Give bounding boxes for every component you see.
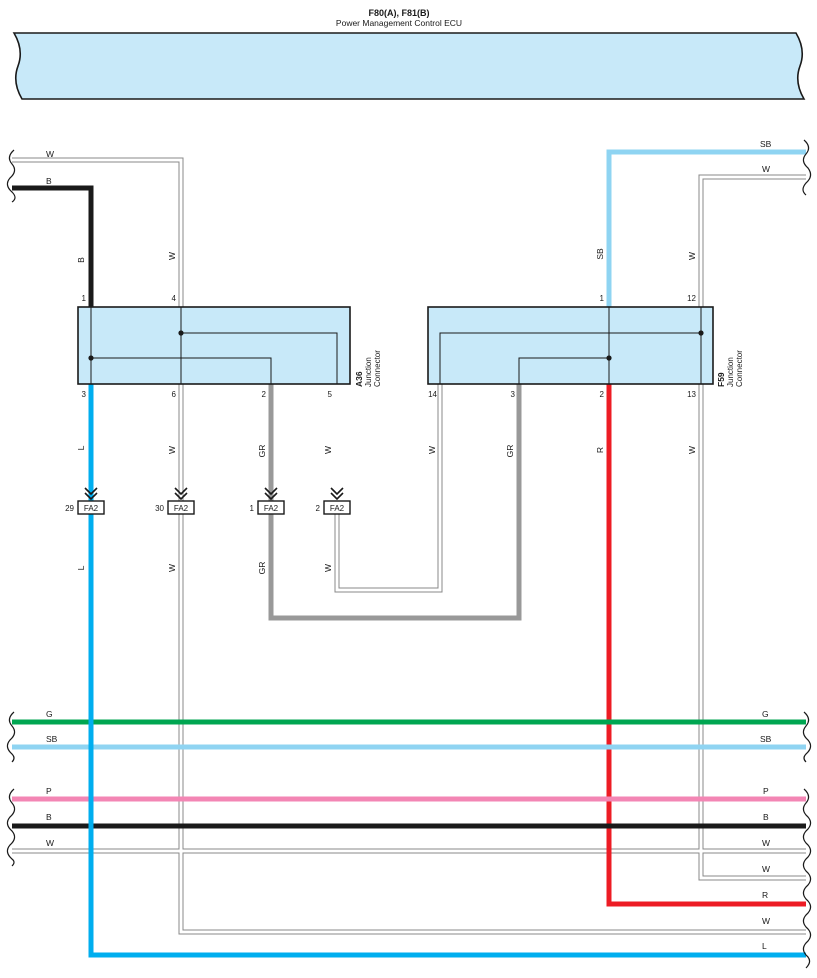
fa2-29-name: FA2 xyxy=(84,504,99,513)
label-bus-sb-left: SB xyxy=(46,734,58,744)
fa2-2-name: FA2 xyxy=(330,504,345,513)
label-right-w-top: W xyxy=(762,164,770,174)
a36-pin-4: 4 xyxy=(172,294,177,303)
label-fa2-gr-low: GR xyxy=(257,562,267,575)
f59-pin-3: 3 xyxy=(511,390,516,399)
label-fa2-w2-low: W xyxy=(323,564,333,572)
fa2-30-name: FA2 xyxy=(174,504,189,513)
connector-a36: 1 4 3 6 2 5 A36 Junction Connector xyxy=(77,294,382,399)
wire-w-a36-pin4-to-w-bus xyxy=(12,157,806,935)
label-bus-g-left: G xyxy=(46,709,53,719)
wire-r-f59-pin2 xyxy=(606,383,806,907)
label-bus-p-left: P xyxy=(46,786,52,796)
inline-connector-fa2-29: FA2 29 xyxy=(65,487,105,515)
label-fa2-w-low: W xyxy=(167,564,177,572)
inline-connector-fa2-1: FA2 1 xyxy=(250,487,285,515)
wire-b-input xyxy=(12,185,94,308)
label-left-w-top: W xyxy=(46,149,54,159)
f59-code: F59 xyxy=(716,372,726,387)
label-f59-w13: W xyxy=(687,446,697,454)
label-a36-l-out: L xyxy=(76,445,86,450)
a36-pin-2: 2 xyxy=(262,390,267,399)
label-bus-w-left: W xyxy=(46,838,54,848)
fa2-30-pin: 30 xyxy=(155,504,164,513)
f59-line2: Connector xyxy=(735,350,744,387)
label-f59-r2: R xyxy=(595,447,605,453)
label-f59-w14: W xyxy=(427,446,437,454)
label-f59-w-in: W xyxy=(687,252,697,260)
label-bus-b-left: B xyxy=(46,812,52,822)
fa2-2-pin: 2 xyxy=(316,504,321,513)
label-bus-w-right: W xyxy=(762,838,770,848)
label-a36-w-in: W xyxy=(167,252,177,260)
white-wires xyxy=(12,157,806,935)
label-bus-r-right: R xyxy=(762,890,768,900)
inline-connector-fa2-30: FA2 30 xyxy=(155,487,195,515)
wire-w-f59-pin12-to-w-bus xyxy=(698,174,806,881)
label-bus-w2-right: W xyxy=(762,864,770,874)
fa2-1-pin: 1 xyxy=(250,504,255,513)
ecu-name: Power Management Control ECU xyxy=(336,18,462,28)
label-bus-sb-right: SB xyxy=(760,734,772,744)
label-a36-w-out: W xyxy=(167,446,177,454)
label-left-b-top: B xyxy=(46,176,52,186)
label-f59-sb-in: SB xyxy=(595,248,605,260)
a36-code: A36 xyxy=(354,371,364,387)
label-f59-gr3: GR xyxy=(505,445,515,458)
a36-pin-5: 5 xyxy=(328,390,333,399)
f59-pin-14: 14 xyxy=(428,390,437,399)
ecu-box xyxy=(12,32,806,100)
wire-w-f59-pin14-to-fa2-2 xyxy=(334,383,443,593)
f59-pin-1: 1 xyxy=(600,294,605,303)
label-bus-w3-right: W xyxy=(762,916,770,926)
ecu-code: F80(A), F81(B) xyxy=(368,8,429,18)
fa2-1-name: FA2 xyxy=(264,504,279,513)
label-fa2-l-low: L xyxy=(76,565,86,570)
f59-pin-2: 2 xyxy=(600,390,605,399)
f59-pin-13: 13 xyxy=(687,390,696,399)
label-bus-b-right: B xyxy=(763,812,769,822)
a36-pin-1: 1 xyxy=(82,294,87,303)
f59-pin-12: 12 xyxy=(687,294,696,303)
connector-f59: 1 12 14 3 2 13 F59 Junction Connector xyxy=(427,294,744,399)
wire-sb-input xyxy=(606,149,806,308)
fa2-29-pin: 29 xyxy=(65,504,74,513)
a36-line2: Connector xyxy=(373,350,382,387)
a36-pin-6: 6 xyxy=(172,390,177,399)
inline-connector-fa2-2: FA2 2 xyxy=(316,487,351,515)
label-bus-g-right: G xyxy=(762,709,769,719)
a36-line1: Junction xyxy=(364,357,373,387)
label-a36-w5-out: W xyxy=(323,446,333,454)
label-a36-gr-out: GR xyxy=(257,445,267,458)
label-a36-b-in: B xyxy=(76,257,86,263)
label-bus-l-right: L xyxy=(762,941,767,951)
label-right-sb-top: SB xyxy=(760,139,772,149)
wire-l-a36-pin3 xyxy=(88,383,806,958)
label-bus-p-right: P xyxy=(763,786,769,796)
wire-gr-loop xyxy=(268,383,522,621)
f59-line1: Junction xyxy=(726,357,735,387)
a36-pin-3: 3 xyxy=(82,390,87,399)
break-marks xyxy=(6,139,812,969)
